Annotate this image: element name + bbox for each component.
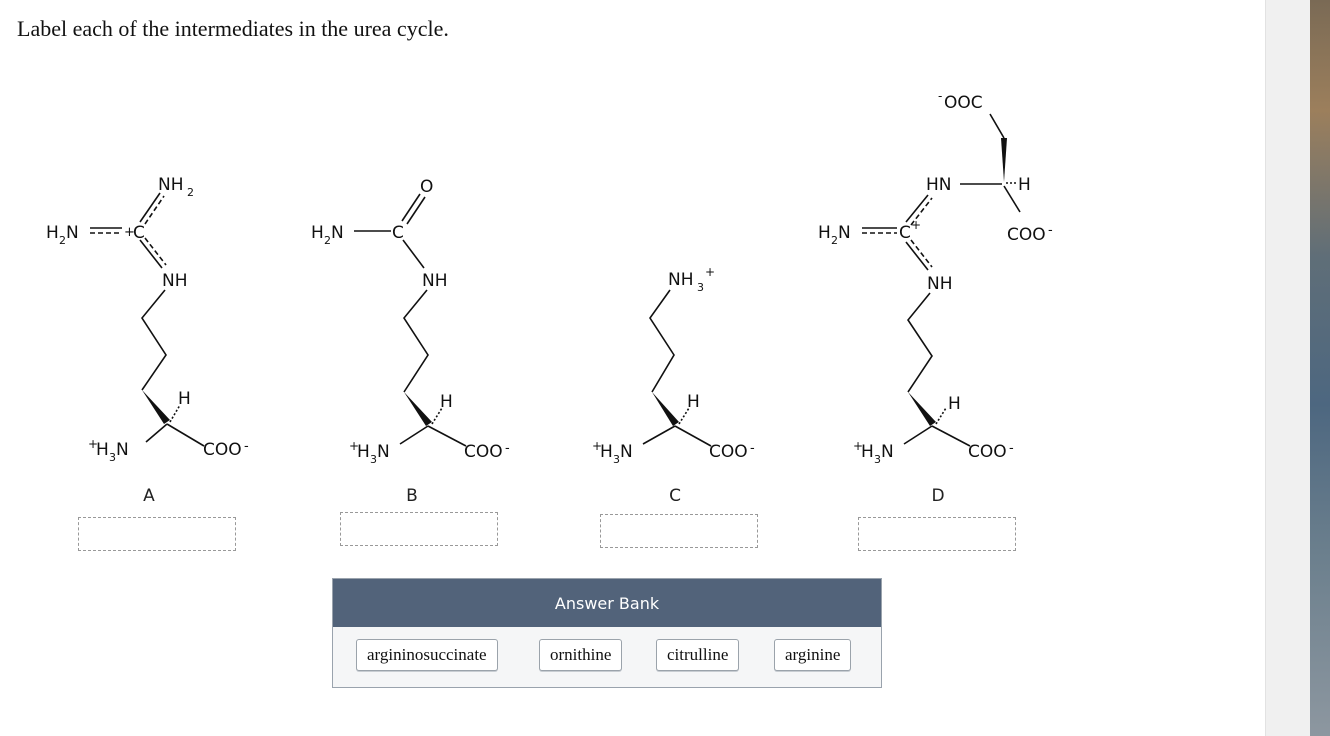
svg-text:3: 3 [874,453,881,466]
structure-letter-a: A [143,486,155,506]
svg-text:N: N [620,442,633,462]
drop-target-a[interactable] [78,517,236,551]
svg-text:+: + [349,439,359,453]
coo-label: COO [203,440,242,460]
svg-text:C: C [133,223,145,243]
drop-target-c[interactable] [600,514,758,548]
h3n-label: H [96,440,109,460]
svg-text:H: H [948,394,961,414]
svg-text:+: + [88,437,98,451]
svg-text:COO: COO [968,442,1007,462]
svg-text:-: - [1009,441,1014,456]
desktop-background-strip [1310,0,1330,736]
structure-c: NH 3 + H + H 3 N COO - [592,265,755,466]
svg-text:+: + [124,225,135,240]
svg-text:3: 3 [697,281,704,294]
hn-label: HN [926,175,952,195]
svg-text:-: - [505,441,510,456]
answer-chip-ornithine[interactable]: ornithine [539,639,623,671]
answer-bank-header: Answer Bank [333,579,881,627]
svg-text:N: N [66,223,79,243]
right-side-panel [1265,0,1311,736]
svg-text:2: 2 [324,234,331,247]
svg-text:N: N [838,223,851,243]
drop-target-b[interactable] [340,512,498,546]
svg-text:2: 2 [831,234,838,247]
answer-bank: Answer Bank argininosuccinate ornithine … [332,578,882,688]
answer-chip-arginine[interactable]: arginine [774,639,852,671]
svg-text:H: H [818,223,831,243]
svg-text:-: - [244,439,249,454]
svg-text:-: - [750,441,755,456]
structure-d: - OOC H COO - HN H 2 N C + NH H + H 3 N [818,89,1053,466]
carbonyl-oxygen: O [420,177,433,197]
svg-text:NH: NH [927,274,953,294]
urea-cycle-structures: NH 2 H 2 N + C NH H + H 3 N COO - H 2 [46,89,1053,466]
svg-text:H: H [600,442,613,462]
svg-text:+: + [853,439,863,453]
svg-text:H: H [687,392,700,412]
structure-letter-b: B [406,486,418,506]
ooc-label: OOC [944,93,983,113]
structure-a: NH 2 H 2 N + C NH H + H 3 N COO - [46,175,249,464]
svg-text:3: 3 [370,453,377,466]
svg-text:+: + [705,265,715,279]
svg-text:C: C [899,223,911,243]
svg-text:N: N [881,442,894,462]
svg-text:+: + [911,218,921,232]
structure-b: H 2 N C O NH H + H 3 N COO - [311,177,510,466]
svg-text:COO: COO [709,442,748,462]
svg-text:-: - [938,89,942,103]
svg-text:3: 3 [613,453,620,466]
svg-text:H: H [178,389,191,409]
answer-chip-citrulline[interactable]: citrulline [656,639,740,671]
svg-text:H: H [440,392,453,412]
svg-text:N: N [331,223,344,243]
svg-text:H: H [861,442,874,462]
svg-text:NH: NH [668,270,694,290]
svg-text:H: H [357,442,370,462]
structure-letter-d: D [931,486,945,506]
svg-text:H: H [311,223,324,243]
question-prompt: Label each of the intermediates in the u… [17,16,449,41]
svg-text:N: N [377,442,390,462]
drop-target-d[interactable] [858,517,1016,551]
svg-text:+: + [592,439,602,453]
svg-text:N: N [116,440,129,460]
svg-text:2: 2 [187,186,194,199]
svg-text:C: C [392,223,404,243]
svg-text:2: 2 [59,234,66,247]
answer-bank-items: argininosuccinate ornithine citrulline a… [333,627,881,687]
nh-label: NH [162,271,188,291]
svg-text:COO: COO [1007,225,1046,245]
svg-text:3: 3 [109,451,116,464]
h2n-label: H [46,223,59,243]
answer-chip-argininosuccinate[interactable]: argininosuccinate [356,639,498,671]
svg-text:COO: COO [464,442,503,462]
svg-text:H: H [1018,175,1031,195]
svg-text:NH: NH [422,271,448,291]
svg-text:-: - [1048,223,1053,238]
structure-letter-c: C [669,486,681,506]
nh2-label: NH [158,175,184,195]
